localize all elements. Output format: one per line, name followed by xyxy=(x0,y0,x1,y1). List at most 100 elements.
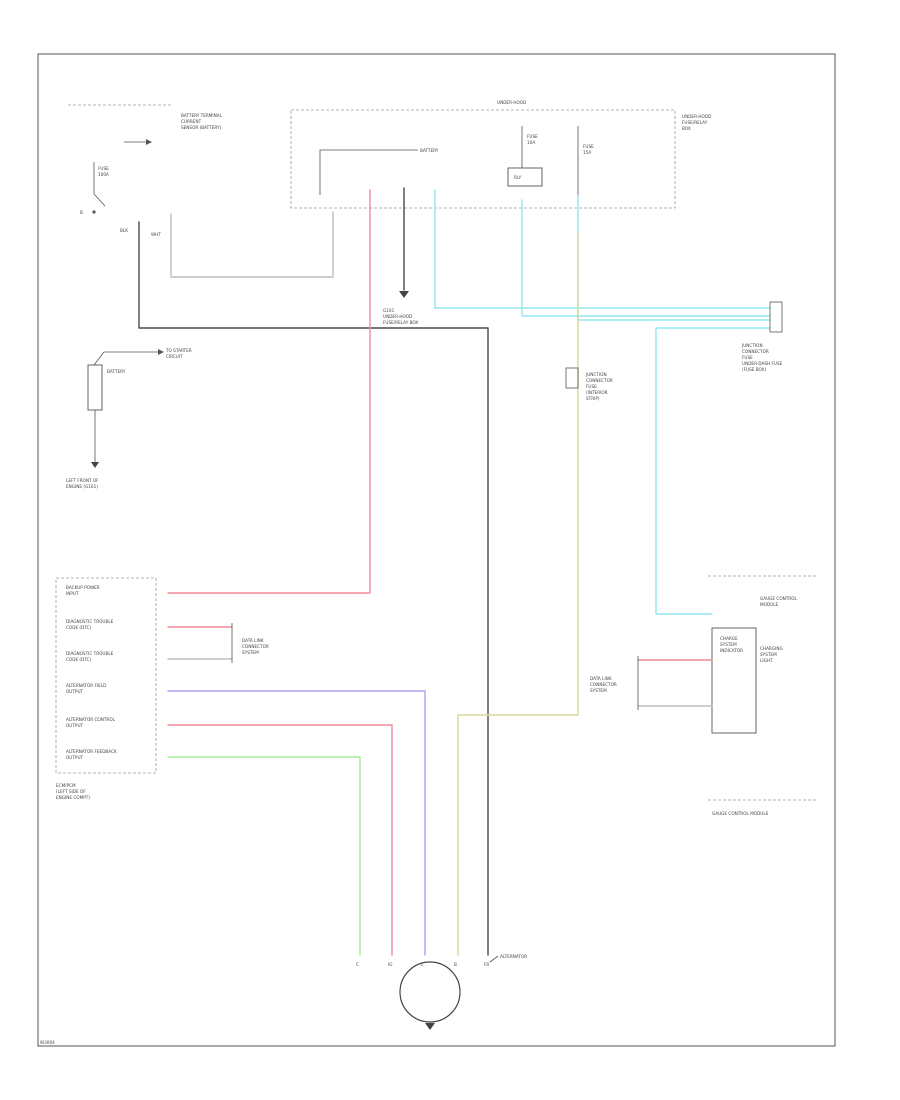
gauge-inner-box xyxy=(711,627,757,734)
fuse-b-label: FUSE 15A xyxy=(583,144,595,155)
ecm-label: ECM/PCM (LEFT SIDE OF ENGINE COMPT) xyxy=(56,783,90,800)
junction-mid-line: FUSE xyxy=(586,384,597,389)
fuse-box-side-label: UNDER-HOOD FUSE/RELAY BOX xyxy=(682,114,713,131)
alternator-pin-label: B xyxy=(454,962,457,967)
ecm-pin-line: CODE (DTC) xyxy=(66,657,92,662)
fuse-relay-box xyxy=(290,109,676,209)
left-ground-line: ENGINE (G101) xyxy=(66,484,98,489)
fuse-box-side-line: UNDER-HOOD xyxy=(682,114,711,119)
ground-icon xyxy=(399,291,409,298)
fuse-b-line: FUSE xyxy=(583,144,594,149)
alternator-ground-icon xyxy=(425,1023,435,1030)
battery-fuse-label: FUSE 100A xyxy=(98,166,110,177)
gauge-inner-line: SYSTEM xyxy=(720,642,737,647)
fuse-box-title-line: UNDER-HOOD xyxy=(497,100,526,105)
junction-right-line: CONNECTOR xyxy=(742,349,769,354)
wire-red-backup xyxy=(167,189,371,594)
alternator-icon xyxy=(399,961,461,1023)
ecm-pin-line: BACKUP POWER xyxy=(66,585,100,590)
battery-sensor-line: BATTERY TERMINAL xyxy=(181,113,223,118)
alternator-pin-label: L xyxy=(421,962,424,967)
wire-gray-sense xyxy=(170,211,334,278)
gauge-bracket-line: CONNECTOR xyxy=(590,682,617,687)
battery-icon xyxy=(87,364,103,411)
ecm-pin-line: OUTPUT xyxy=(66,689,84,694)
gauge-inner2-line: LIGHT xyxy=(760,658,773,663)
fuse-a-line: FUSE xyxy=(527,134,538,139)
battery-sensor-line: CURRENT xyxy=(181,119,202,124)
ecm-line: (LEFT SIDE OF xyxy=(56,789,86,794)
ecm-pin-line: INPUT xyxy=(66,591,79,596)
junction-right-connector-icon xyxy=(769,301,783,333)
fuse-box-bus xyxy=(319,149,418,195)
relay-label: RLY xyxy=(514,175,522,180)
relay-icon xyxy=(507,167,543,187)
starter-arrow-icon xyxy=(158,349,164,355)
junction-right-line: (FUSE BOX) xyxy=(742,367,766,372)
battery-sensor-line: SENSOR (BATTERY) xyxy=(181,125,222,130)
junction-mid-connector-icon xyxy=(565,367,579,389)
ecm-pin-line: DIAGNOSTIC TROUBLE xyxy=(66,619,114,624)
ground-label: G101 UNDER-HOOD FUSE/RELAY BOX xyxy=(383,308,418,325)
starter-line: TO STARTER xyxy=(165,348,192,353)
junction-right-line: FUSE xyxy=(742,355,753,360)
gauge-bracket-label: DATA LINK CONNECTOR SYSTEM xyxy=(590,676,618,693)
battery-switch xyxy=(93,193,106,207)
wire-lightblue-1 xyxy=(434,189,771,309)
ecm-pin-line: ALTERNATOR FIELD xyxy=(66,683,106,688)
wire-red-control xyxy=(167,724,393,956)
wire-label-line: BLK xyxy=(120,228,128,233)
data-link-line: DATA LINK xyxy=(242,638,264,643)
ecm-pin-line: OUTPUT xyxy=(66,723,84,728)
alternator-pin-label: IG xyxy=(388,962,392,967)
gauge-bracket-line: SYSTEM xyxy=(590,688,607,693)
gauge-inner2-line: CHARGING xyxy=(760,646,783,651)
battery-neg-label: BATTERY xyxy=(107,369,126,374)
battery-fuse-line: FUSE xyxy=(98,166,109,171)
wire-lightblue-2 xyxy=(521,199,771,317)
ecm-box xyxy=(55,577,157,774)
diagram-ref: W3004 xyxy=(40,1040,55,1045)
gauge-side-line: MODULE xyxy=(760,602,779,607)
ecm-pin-line: CODE (DTC) xyxy=(66,625,92,630)
wire-black-main xyxy=(138,221,489,956)
ecm-pin-line: ALTERNATOR CONTROL xyxy=(66,717,116,722)
junction-right-line: JUNCTION xyxy=(741,343,763,348)
junction-mid-line: CONNECTOR xyxy=(586,378,613,383)
data-link-label: DATA LINK CONNECTOR SYSTEM xyxy=(242,638,270,655)
wire-label-black: BLK xyxy=(120,228,128,233)
ecm-pin-line: DIAGNOSTIC TROUBLE xyxy=(66,651,114,656)
fuse-box-side-line: BOX xyxy=(682,126,691,131)
ecm-line: ECM/PCM xyxy=(56,783,76,788)
junction-mid-line: (INTERIOR xyxy=(586,390,608,395)
wire-blue-field xyxy=(167,690,426,956)
battery-terminal-label: B xyxy=(80,210,83,215)
alternator-label: ALTERNATOR xyxy=(500,954,527,959)
fuse-box-side-line: FUSE/RELAY xyxy=(682,120,708,125)
fuse-box-title: UNDER-HOOD xyxy=(497,100,526,105)
battery-ground-icon xyxy=(91,462,99,468)
alternator-pin-label: FR xyxy=(484,962,489,967)
junction-mid-line: JUNCTION xyxy=(585,372,607,377)
alternator-pointer xyxy=(489,955,499,963)
left-ground-label: LEFT FRONT OF ENGINE (G101) xyxy=(66,478,100,489)
diagram-frame xyxy=(37,53,836,1047)
ecm-pin-line: ALTERNATOR FEEDBACK xyxy=(66,749,117,754)
ecm-pin-line: OUTPUT xyxy=(66,755,84,760)
wire-label-gray: WHT xyxy=(151,232,161,237)
battery-fuse-line: 100A xyxy=(98,172,109,177)
data-link-line: SYSTEM xyxy=(242,650,259,655)
wire-lightblue-3 xyxy=(577,195,771,321)
junction-mid-line: STRIP) xyxy=(586,396,600,401)
gauge-bracket-line: DATA LINK xyxy=(590,676,612,681)
gauge-inner-line: INDICATOR xyxy=(720,648,743,653)
starter-line: CIRCUIT xyxy=(166,354,183,359)
gauge-inner2-label: CHARGING SYSTEM LIGHT xyxy=(760,646,784,663)
wire-green-feedback xyxy=(167,756,361,956)
